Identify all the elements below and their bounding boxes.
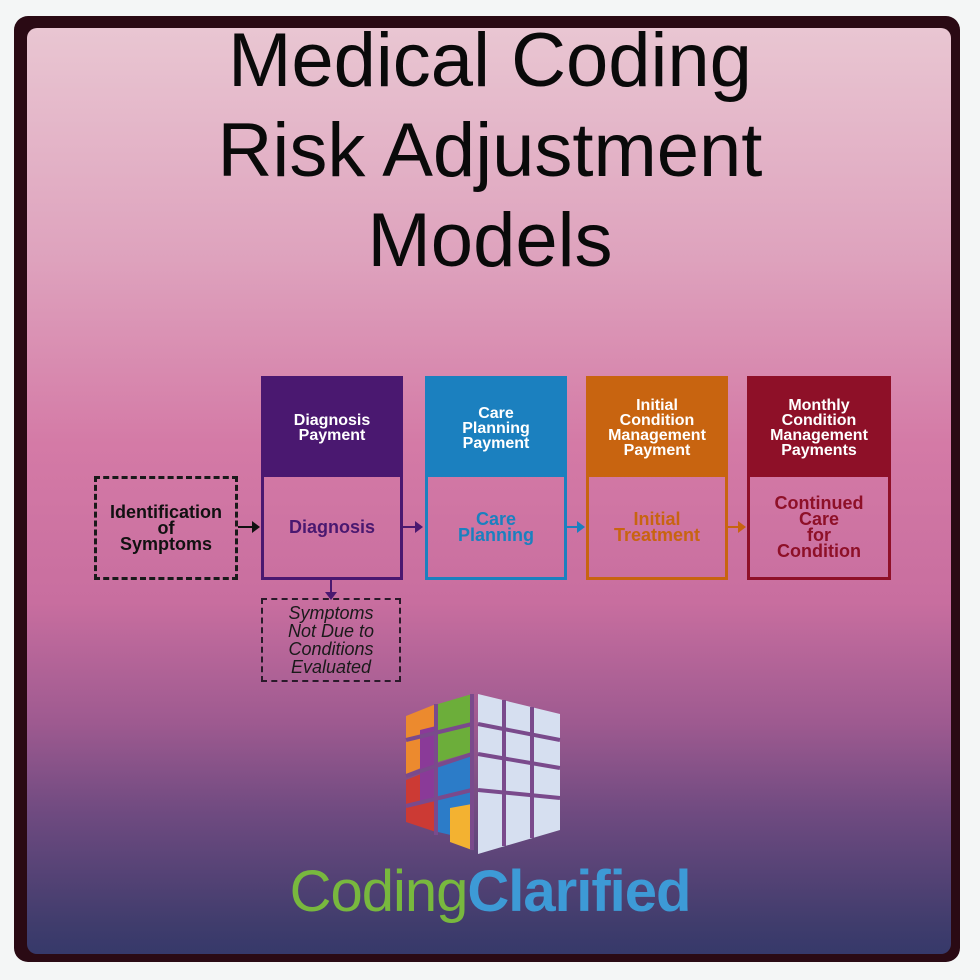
- title-line-3: Models: [367, 198, 613, 283]
- header-line: Payments: [781, 442, 857, 459]
- identification-of-symptoms-node: Identification of Symptoms: [94, 476, 238, 580]
- stage-line: Care: [798, 509, 840, 529]
- stage-line: Care: [475, 509, 517, 529]
- header-line: Initial: [636, 397, 678, 414]
- arrow-start-to-diagnosis: [238, 521, 260, 533]
- stage-line: for: [807, 525, 831, 545]
- header-line: Planning: [462, 419, 530, 437]
- stage-continued-care: Monthly Condition Management Payments Co…: [747, 376, 891, 580]
- header-line: Payment: [298, 427, 366, 444]
- stage-care-planning: Care Planning Payment Care Planning: [425, 376, 567, 580]
- header-line: Condition: [781, 412, 857, 429]
- care-planning-payment-header: Care Planning Payment: [428, 379, 564, 477]
- stage-line: Diagnosis: [288, 517, 376, 537]
- stage-line: Condition: [777, 541, 861, 561]
- node-label-line: of: [157, 518, 175, 538]
- diagnosis-payment-header: Diagnosis Payment: [264, 379, 400, 477]
- stage-line: Continued: [774, 493, 864, 513]
- monthly-condition-management-payments-header: Monthly Condition Management Payments: [750, 379, 888, 477]
- arrow-diagnosis-to-care-planning: [403, 521, 423, 533]
- arrow-care-planning-to-initial-treatment: [566, 521, 585, 533]
- coding-clarified-cube-logo-icon: [405, 694, 561, 854]
- header-line: Payment: [623, 442, 691, 459]
- node-label-line: Symptoms: [288, 603, 374, 623]
- node-label-line: Evaluated: [290, 657, 372, 677]
- stage-initial-treatment: Initial Condition Management Payment Ini…: [586, 376, 728, 580]
- stage-line: Initial: [633, 509, 681, 529]
- diagnosis-stage-label: Diagnosis: [264, 477, 400, 577]
- initial-treatment-stage-label: Initial Treatment: [589, 477, 725, 577]
- care-planning-stage-label: Care Planning: [428, 477, 564, 577]
- page-title: Medical Coding Risk Adjustment Models: [0, 16, 980, 286]
- header-line: Management: [770, 427, 868, 444]
- header-line: Payment: [462, 434, 530, 452]
- node-label-line: Conditions: [288, 639, 374, 659]
- title-line-1: Medical Coding: [228, 18, 752, 103]
- node-label-line: Not Due to: [287, 621, 375, 641]
- stage-line: Planning: [458, 525, 534, 545]
- title-line-2: Risk Adjustment: [217, 108, 763, 193]
- node-label-line: Symptoms: [119, 534, 213, 554]
- header-line: Management: [608, 427, 706, 444]
- arrow-diagnosis-to-side-node: [330, 580, 332, 594]
- arrow-initial-treatment-to-continued-care: [727, 521, 746, 533]
- stage-diagnosis: Diagnosis Payment Diagnosis: [261, 376, 403, 580]
- node-label-line: Identification: [110, 502, 222, 522]
- initial-condition-management-payment-header: Initial Condition Management Payment: [589, 379, 725, 477]
- continued-care-stage-label: Continued Care for Condition: [750, 477, 888, 577]
- symptoms-not-due-to-conditions-node: Symptoms Not Due to Conditions Evaluated: [261, 598, 401, 682]
- header-line: Care: [478, 404, 514, 422]
- arrow-head-down: [325, 592, 337, 600]
- header-line: Diagnosis: [293, 412, 371, 429]
- stage-line: Treatment: [613, 525, 701, 545]
- brand-part-clarified: Clarified: [467, 859, 691, 924]
- header-line: Monthly: [788, 397, 850, 414]
- brand-part-coding: Coding: [289, 859, 469, 924]
- header-line: Condition: [619, 412, 695, 429]
- coding-clarified-wordmark: CodingClarified: [0, 858, 980, 925]
